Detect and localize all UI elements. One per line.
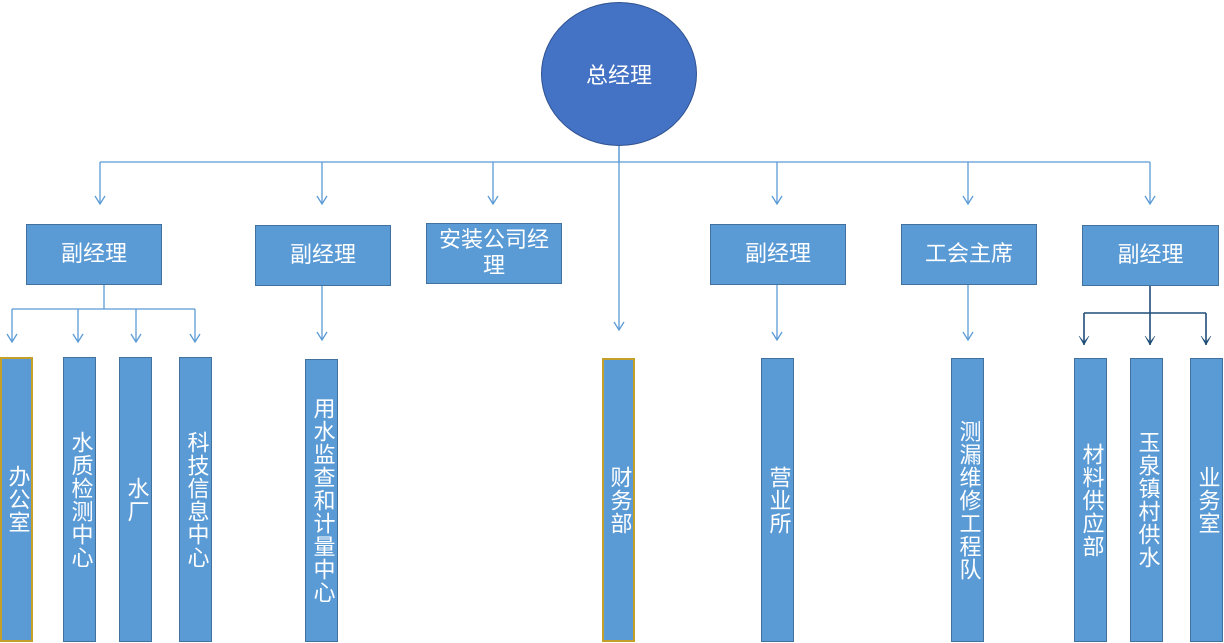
town-village-supply-label: 玉泉镇村供水 <box>1134 431 1160 569</box>
sales-office-node: 营业所 <box>761 358 794 642</box>
business-office-label: 业务室 <box>1194 465 1220 535</box>
town-village-supply-node: 玉泉镇村供水 <box>1130 358 1163 642</box>
waterworks-label: 水厂 <box>123 476 149 523</box>
waterworks-node: 水厂 <box>119 357 152 642</box>
sales-office-label: 营业所 <box>765 465 791 535</box>
office-node: 办公室 <box>0 357 33 642</box>
metering-center-node: 用水监查和计量中心 <box>305 359 338 642</box>
vice-manager-label-4: 副经理 <box>1117 242 1184 268</box>
vice-manager-node-1: 副经理 <box>26 224 162 285</box>
union-chair-node: 工会主席 <box>901 224 1037 285</box>
metering-center-label: 用水监查和计量中心 <box>309 397 335 604</box>
general-manager-label: 总经理 <box>585 64 652 89</box>
vice-manager-label-3: 副经理 <box>744 241 811 267</box>
business-office-node: 业务室 <box>1190 358 1223 642</box>
general-manager-node: 总经理 <box>541 2 697 146</box>
tech-info-center-label: 科技信息中心 <box>183 430 209 569</box>
vice-manager-label-1: 副经理 <box>60 241 127 267</box>
vice-manager-node-2: 副经理 <box>255 225 391 286</box>
install-company-manager-node: 安装公司经理 <box>426 223 562 284</box>
union-chair-label: 工会主席 <box>924 241 1013 267</box>
water-quality-center-node: 水质检测中心 <box>63 357 96 642</box>
tech-info-center-node: 科技信息中心 <box>179 357 212 642</box>
finance-label: 财务部 <box>606 465 632 535</box>
vice-manager-node-4: 副经理 <box>1082 225 1219 286</box>
vice-manager-node-3: 副经理 <box>710 224 846 285</box>
water-quality-center-label: 水质检测中心 <box>67 430 93 569</box>
install-company-manager-label: 安装公司经理 <box>438 227 549 279</box>
finance-node: 财务部 <box>602 358 635 642</box>
materials-supply-node: 材料供应部 <box>1074 358 1107 642</box>
vice-manager-label-2: 副经理 <box>289 242 356 268</box>
leak-repair-team-label: 测漏维修工程队 <box>955 419 981 581</box>
materials-supply-label: 材料供应部 <box>1078 442 1104 558</box>
leak-repair-team-node: 测漏维修工程队 <box>951 358 984 642</box>
office-label: 办公室 <box>4 465 30 534</box>
